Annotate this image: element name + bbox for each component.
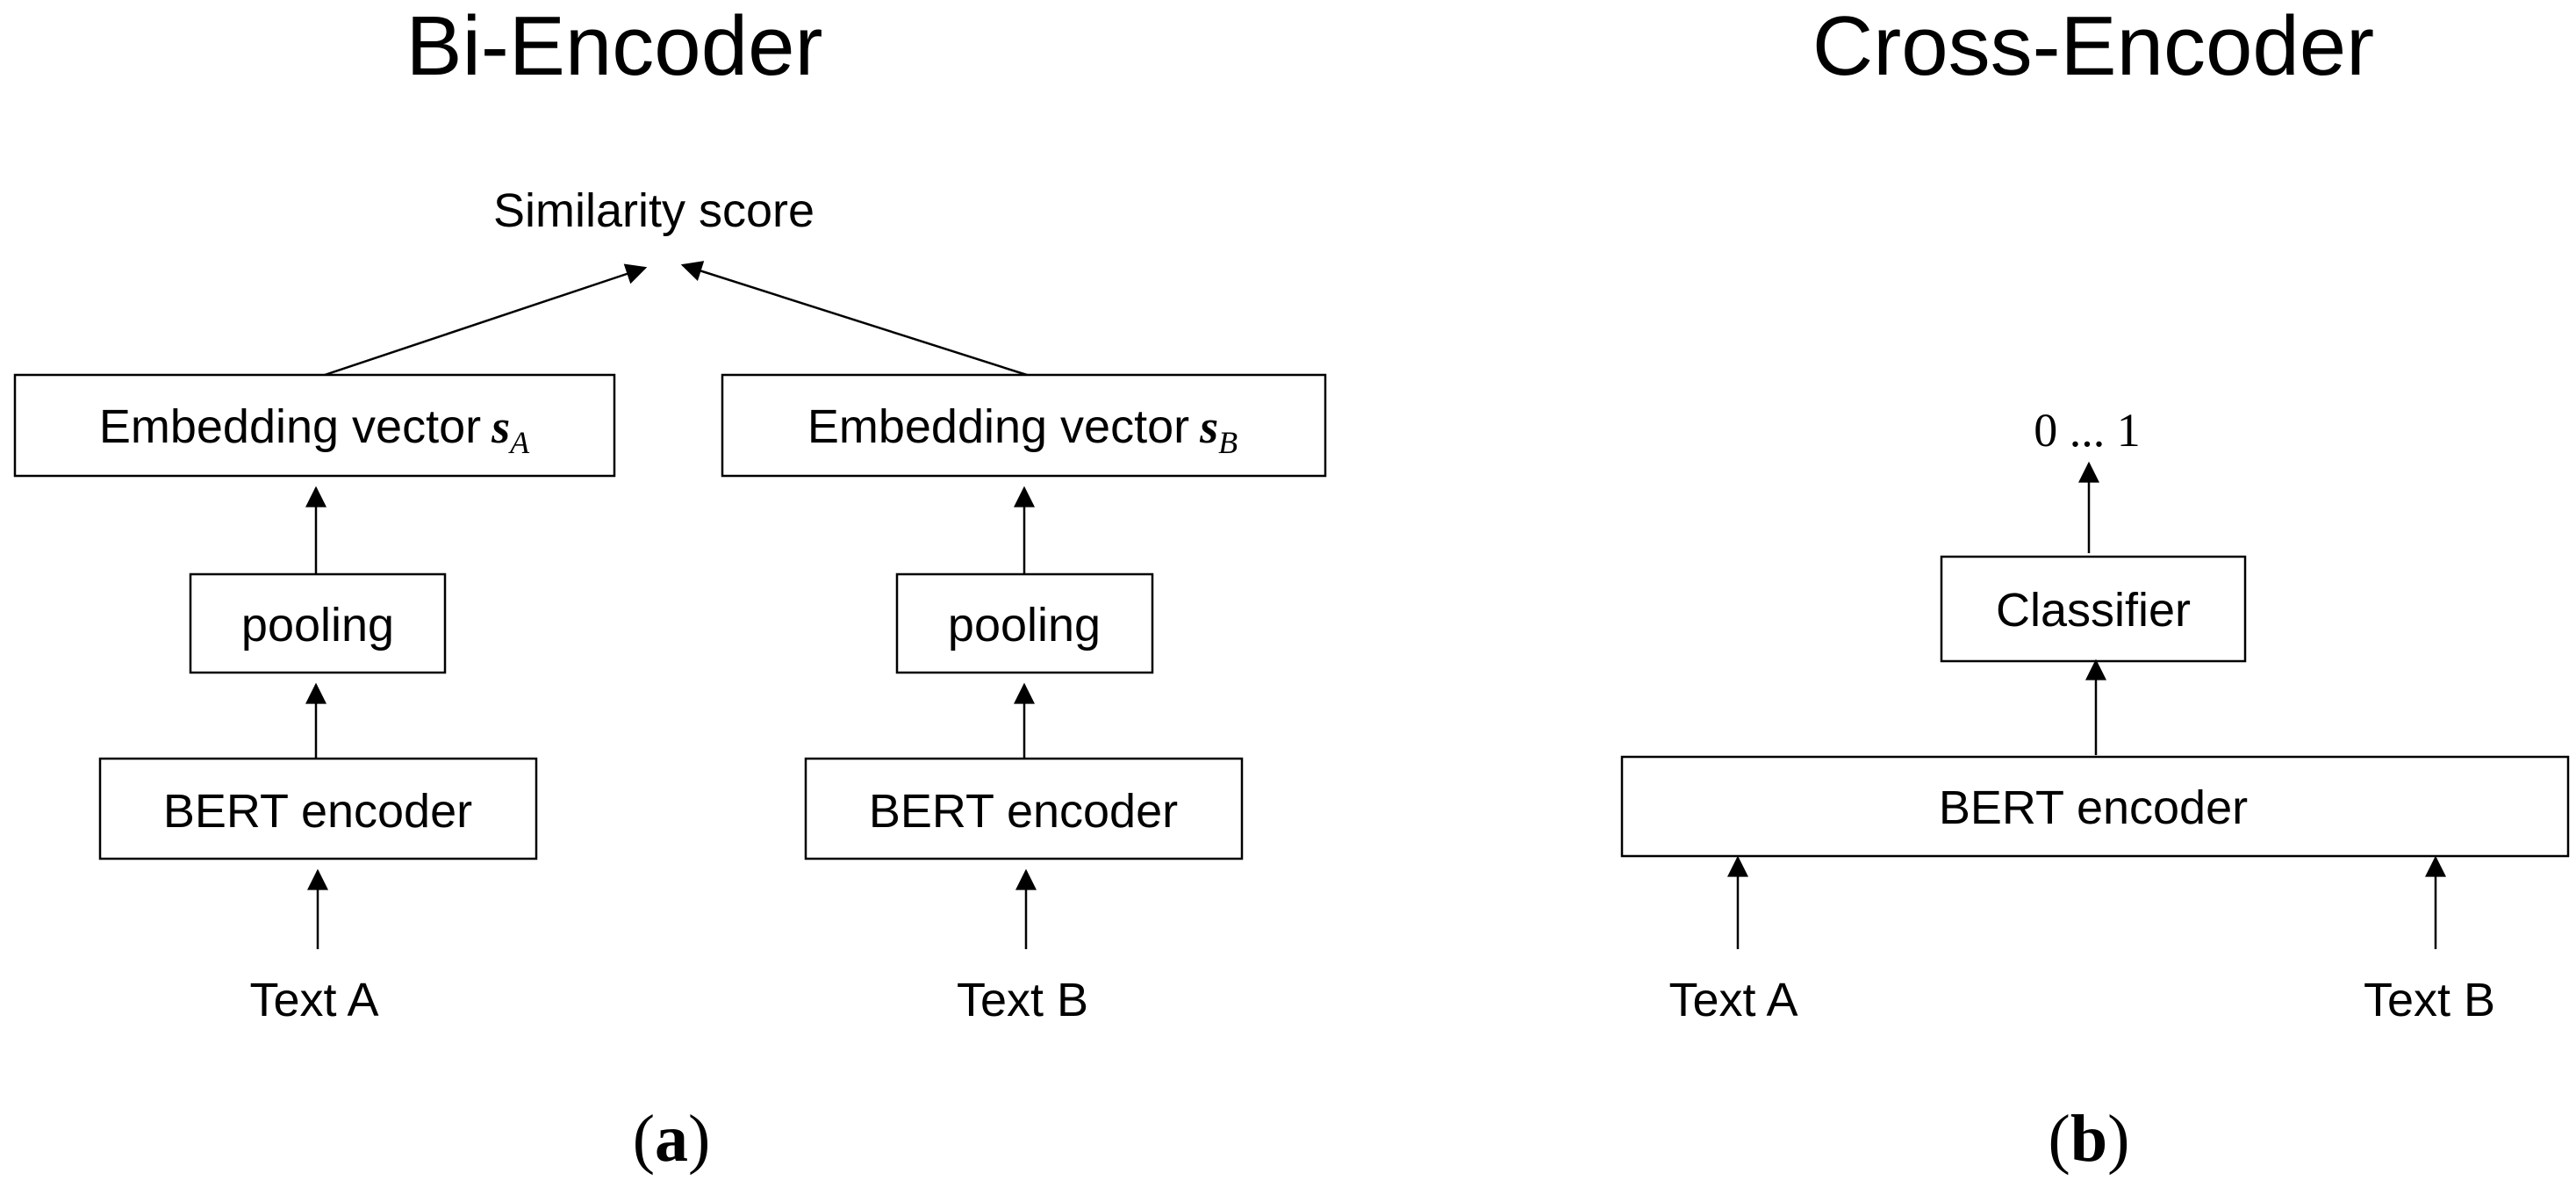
classifier-box — [1940, 555, 2247, 663]
embedding-vector-b-box — [721, 373, 1327, 478]
bert-encoder-a-box — [98, 757, 538, 860]
pooling-a-label: pooling — [241, 599, 394, 651]
bert-encoder-a-label: BERT encoder — [163, 785, 472, 838]
classifier-label: Classifier — [1996, 584, 2191, 637]
text-a-input-label: Text A — [249, 974, 378, 1026]
output-range-label: 0 ... 1 — [2034, 404, 2141, 457]
embedding-vector-b-subscript: B — [1218, 425, 1238, 460]
caption-a: (a) — [633, 1102, 711, 1176]
bi-encoder-title: Bi-Encoder — [406, 0, 823, 93]
cross-encoder-panel: Cross-Encoder 0 ... 1 Classifier BERT en… — [1620, 0, 2570, 1176]
embedding-vector-a-symbol: s — [491, 400, 510, 453]
arrow-embedding-a-to-score — [324, 263, 648, 377]
bert-encoder-b-box — [804, 757, 1244, 860]
embedding-vector-a-prefix: Embedding vector — [99, 400, 481, 453]
cross-bert-encoder-box — [1620, 755, 2570, 858]
embedding-vector-a-subscript: A — [508, 425, 530, 460]
pooling-a-box — [189, 572, 447, 674]
embedding-vector-a-box — [13, 373, 616, 478]
caption-b: (b) — [2049, 1102, 2130, 1176]
embedding-vector-b-symbol: s — [1199, 400, 1218, 453]
bi-encoder-panel: Bi-Encoder Similarity score Embedding ve… — [13, 0, 1327, 1176]
similarity-score-label: Similarity score — [493, 184, 814, 237]
pooling-b-label: pooling — [948, 599, 1101, 651]
embedding-vector-b-prefix: Embedding vector — [807, 400, 1189, 453]
pooling-b-box — [895, 572, 1154, 674]
cross-text-b-input-label: Text B — [2364, 974, 2495, 1026]
bert-encoder-b-label: BERT encoder — [869, 785, 1178, 838]
text-b-input-label: Text B — [957, 974, 1088, 1026]
cross-bert-encoder-label: BERT encoder — [1939, 781, 2248, 834]
cross-text-a-input-label: Text A — [1668, 974, 1797, 1026]
cross-encoder-title: Cross-Encoder — [1812, 0, 2374, 93]
arrow-embedding-b-to-score — [680, 261, 1028, 377]
